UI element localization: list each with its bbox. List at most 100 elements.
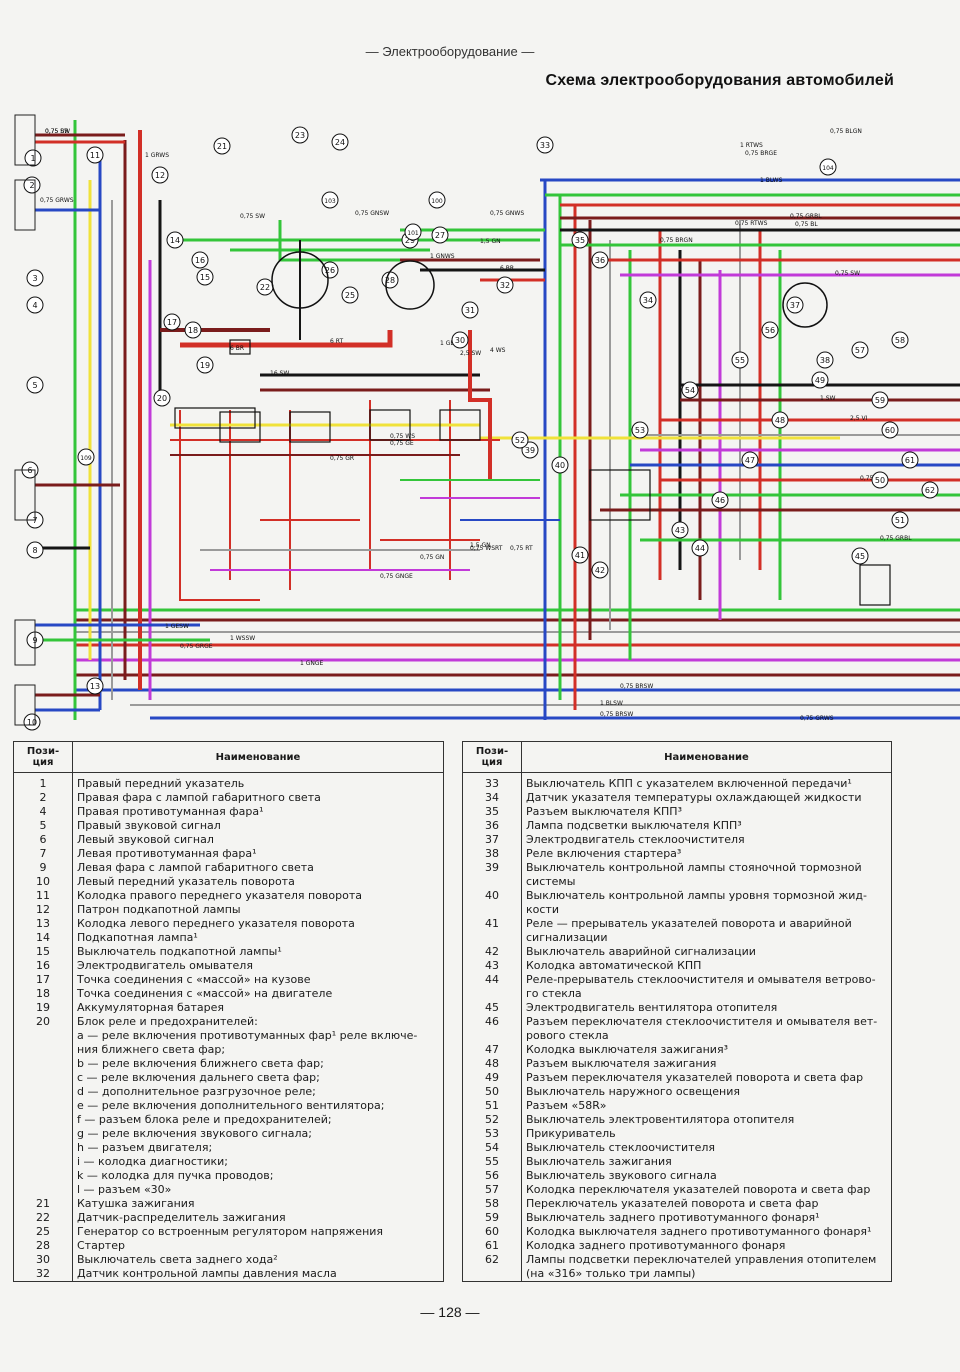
component-marker <box>921 481 939 499</box>
wire-label: 0,75 BRGE <box>745 150 777 157</box>
component-marker <box>166 231 184 249</box>
component-5: 5 <box>26 376 44 394</box>
position-cell: 51 <box>462 1099 522 1113</box>
component-62: 62 <box>921 481 939 499</box>
position-cell: 54 <box>462 1141 522 1155</box>
component-52: 52 <box>511 431 529 449</box>
component-number: 50 <box>875 476 885 485</box>
name-cell: системы <box>526 875 576 888</box>
component-marker <box>761 321 779 339</box>
component-11: 11 <box>86 146 104 164</box>
component-number: 62 <box>925 486 935 495</box>
name-cell: Правый передний указатель <box>77 777 245 790</box>
component-marker <box>816 351 834 369</box>
position-cell: 2 <box>13 791 73 805</box>
position-cell <box>13 1141 73 1155</box>
wire-label: 1 WSSW <box>230 635 255 642</box>
position-cell: 37 <box>462 833 522 847</box>
component-number: 4 <box>32 301 37 310</box>
name-cell: Выключатель света заднего хода² <box>77 1253 278 1266</box>
component-marker <box>196 268 214 286</box>
component-100: 100 <box>428 191 446 209</box>
position-cell: 60 <box>462 1225 522 1239</box>
component-47: 47 <box>741 451 759 469</box>
name-cell: Реле — прерыватель указателей поворота и… <box>526 917 852 930</box>
component-109: 109 <box>77 448 95 466</box>
component-number: 56 <box>765 326 775 335</box>
component-number: 13 <box>90 682 100 691</box>
component-number: 45 <box>855 552 865 561</box>
motor-symbol <box>385 260 435 310</box>
component-43: 43 <box>671 521 689 539</box>
component-33: 33 <box>536 136 554 154</box>
motor-symbol <box>271 251 329 309</box>
component-marker <box>591 251 609 269</box>
component-35: 35 <box>571 231 589 249</box>
name-cell: Прикуриватель <box>526 1127 616 1140</box>
component-marker <box>819 158 837 176</box>
name-cell: Генератор со встроенным регулятором напр… <box>77 1225 384 1238</box>
component-24: 24 <box>331 133 349 151</box>
component-60: 60 <box>881 421 899 439</box>
wire-label: 16 SW <box>270 370 289 377</box>
relay-block <box>289 411 331 443</box>
table-row: h — разъем двигателя; <box>13 1141 444 1155</box>
position-cell: 49 <box>462 1071 522 1085</box>
table-row: i — колодка диагностики; <box>13 1155 444 1169</box>
relay-block <box>174 407 256 429</box>
component-104: 104 <box>819 158 837 176</box>
component-1: 1 <box>24 149 42 167</box>
name-cell: (на «316» только три лампы) <box>521 1267 892 1282</box>
position-cell: 17 <box>13 973 73 987</box>
position-cell <box>462 931 522 945</box>
name-cell: b — реле включения ближнего света фар; <box>77 1057 324 1070</box>
component-marker <box>86 677 104 695</box>
component-marker <box>639 291 657 309</box>
position-cell: 20 <box>13 1015 73 1029</box>
position-cell <box>462 875 522 889</box>
position-cell <box>13 1127 73 1141</box>
component-44: 44 <box>691 539 709 557</box>
name-cell: сигнализации <box>526 931 608 944</box>
name-cell: k — колодка для пучка проводов; <box>77 1169 274 1182</box>
component-marker <box>891 511 909 529</box>
component-marker <box>681 381 699 399</box>
wire-label: 4 WS <box>490 347 506 354</box>
component-53: 53 <box>631 421 649 439</box>
component-number: 39 <box>525 446 535 455</box>
wire-label: 0,75 RTWS <box>735 220 768 227</box>
name-cell: Электродвигатель стеклоочистителя <box>526 833 745 846</box>
component-marker <box>163 313 181 331</box>
page-number: — 128 — <box>420 1304 480 1320</box>
wire-label: 0,75 GE <box>390 440 414 447</box>
component-marker <box>291 126 309 144</box>
name-cell: h — разъем двигателя; <box>77 1141 213 1154</box>
position-cell <box>13 1043 73 1057</box>
position-cell <box>13 1085 73 1099</box>
component-23: 23 <box>291 126 309 144</box>
position-cell: 56 <box>462 1169 522 1183</box>
page-title: Схема электрооборудования автомобилей <box>545 72 894 89</box>
component-marker <box>891 331 909 349</box>
component-number: 35 <box>575 236 585 245</box>
component-marker <box>26 541 44 559</box>
component-4: 4 <box>26 296 44 314</box>
name-cell: Левый звуковой сигнал <box>77 833 214 846</box>
component-marker <box>871 391 889 409</box>
wire-label: 2,5 VI <box>850 415 868 422</box>
wire-red <box>180 330 393 348</box>
